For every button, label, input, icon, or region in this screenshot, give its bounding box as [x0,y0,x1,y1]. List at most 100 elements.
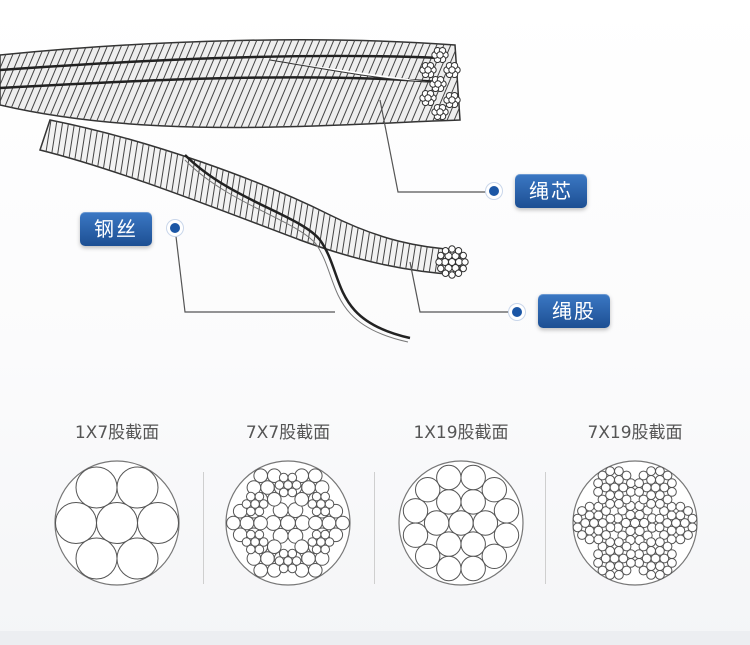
wire-circle [460,489,486,515]
wire-circle [287,487,298,498]
wire-circle [614,570,624,580]
main-rope [0,39,461,129]
wire-circle [254,506,265,517]
wire-circle [287,472,298,483]
wire-circle [621,541,632,552]
rope-core-leader-dot [489,186,499,196]
wire-circle [267,539,282,555]
wire-circle [267,491,282,507]
wire-circle [308,515,323,531]
wire-circle [454,269,463,277]
bottom-band [0,631,750,645]
wire-circle [434,80,442,88]
wire-circle [626,478,636,489]
wire-circle [308,562,323,578]
wire-circle [641,553,652,564]
wire-circle [597,470,608,481]
wire-circle [646,570,656,580]
wire-circle [278,487,289,498]
wire-circle [311,544,322,555]
wire-circle [260,480,275,495]
wire-circle [253,515,268,531]
wire-circle [638,541,649,552]
wire-circle [415,543,441,570]
wire-circle [239,515,255,531]
wire-circle [584,501,595,512]
wire-circle [55,502,97,544]
wire-circle [679,518,690,528]
wire-circle [662,518,673,528]
wire-circle [320,506,331,517]
wire-circle [435,258,443,266]
section-title: 7X7股截面 [245,423,331,443]
wire-circle [634,558,644,568]
wire-circle [448,96,456,104]
wire-circle [675,501,686,512]
steel-wire-leader-dot [170,223,180,233]
wire-circle [245,544,256,555]
wire-circle [423,510,450,536]
wire-circle [436,51,444,59]
section-title: 1X19股截面 [413,423,509,443]
wire-circle [614,537,624,547]
wire-circle [646,466,656,476]
wire-circle [481,477,508,503]
wire-circle [577,506,587,516]
single-steel-wire [184,154,411,340]
wire-circle [307,537,318,547]
wire-circle [461,258,469,266]
wire-circle [254,529,265,540]
wire-circle [258,499,269,509]
section-divider [203,472,204,584]
wire-circle [436,555,462,582]
wire-circle [291,556,302,566]
wire-circle [260,551,275,566]
wire-circle [667,478,677,489]
wire-circle [441,269,450,277]
wire-circle [597,518,608,528]
wire-circle [301,551,316,566]
wire-circle [75,466,118,509]
wire-circle [324,499,335,509]
wire-circle [274,556,285,566]
wire-circle [291,480,302,490]
wire-circle [320,544,331,555]
wire-circle [683,506,693,516]
wire-circle [258,537,269,547]
steel-wire-label: 钢丝 [80,212,152,246]
wire-circle [254,544,265,555]
wire-circle [424,66,432,74]
wire-circle [424,94,432,102]
wire-circle [655,570,665,580]
cross-section-1x19 [398,460,524,586]
section-1x19: 1X19股截面 [376,420,546,588]
wire-circle [654,522,665,533]
wire-circle [241,499,252,509]
wire-circle [639,517,650,529]
wire-circle [307,499,318,509]
wire-circle [448,245,456,253]
wire-circle [265,515,282,531]
section-1x7: 1X7股截面 [32,420,202,588]
wire-circle [646,499,656,509]
wire-circle [593,478,603,489]
wire-circle [287,548,298,559]
wire-circle [626,549,636,560]
wire-circle [638,494,649,505]
wire-circle [593,534,604,545]
wire-circle [577,530,587,540]
wire-circle [572,513,583,524]
section-7x7: 7X7股截面 [203,420,373,588]
wire-circle [280,515,296,531]
wire-circle [605,466,615,476]
wire-circle [448,510,474,536]
wire-circle [294,491,309,507]
wire-circle [614,499,624,509]
wire-circle [436,108,444,116]
wire-circle [600,553,611,564]
wire-circle [460,531,486,557]
wire-circle [415,477,441,503]
wire-circle [634,478,644,489]
wire-circle [493,522,520,548]
